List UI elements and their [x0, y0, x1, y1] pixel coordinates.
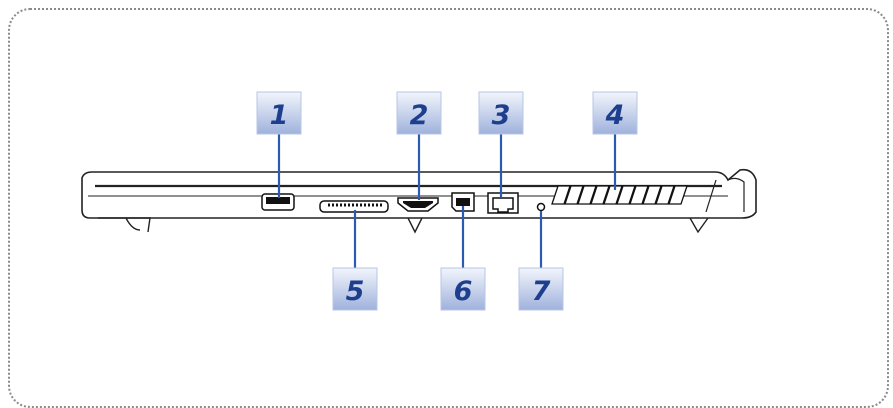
callout-2: 2: [396, 91, 442, 135]
leader-lines: [277, 133, 617, 268]
callout-7: 7: [518, 267, 564, 311]
laptop-side-diagram: 1 2 3 4 5 6 7: [81, 91, 757, 311]
callout-1: 1: [256, 91, 302, 135]
callout-box: [256, 91, 302, 135]
callout-5: 5: [332, 267, 378, 311]
callout-box: [396, 91, 442, 135]
callout-number: 6: [454, 276, 473, 307]
callout-number: 7: [532, 276, 551, 307]
rj45-ethernet-port: [487, 192, 519, 214]
callout-box: [332, 267, 378, 311]
callout-4: 4: [592, 91, 638, 135]
callout-box: [478, 91, 524, 135]
callout-number: 1: [270, 100, 289, 131]
ventilator: [551, 185, 688, 205]
callout-box: [592, 91, 638, 135]
callout-number: 4: [605, 100, 625, 131]
mini-displayport: [451, 192, 475, 212]
callout-box: [440, 267, 486, 311]
callout-number: 5: [346, 276, 365, 307]
power-led-indicator: [536, 202, 546, 212]
callout-number: 3: [492, 100, 511, 131]
callout-6: 6: [440, 267, 486, 311]
callout-3: 3: [478, 91, 524, 135]
callout-box: [518, 267, 564, 311]
callout-number: 2: [410, 100, 429, 131]
hdmi-port: [397, 197, 439, 212]
